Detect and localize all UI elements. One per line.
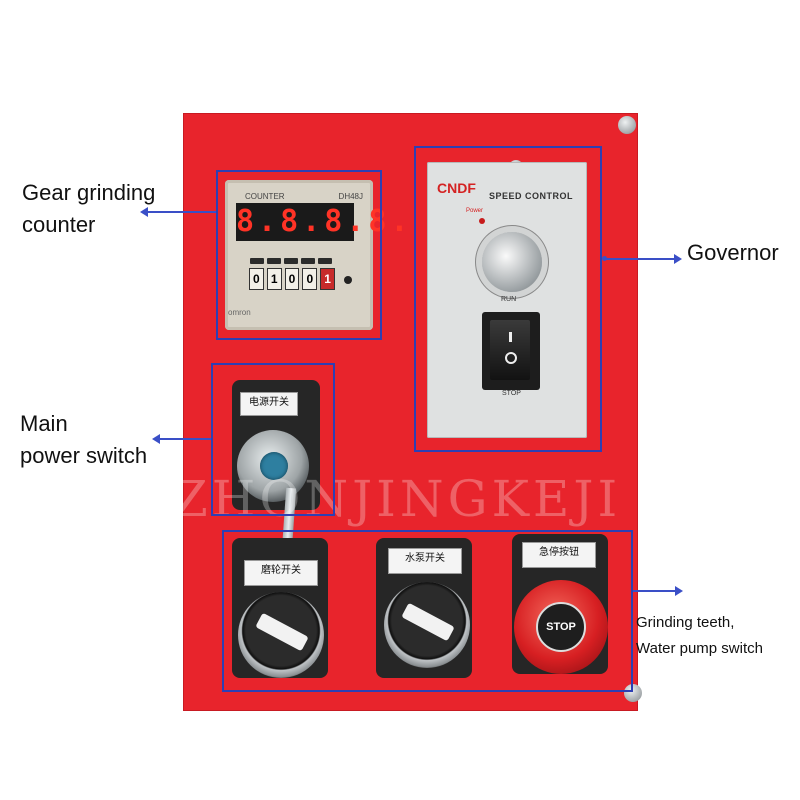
counter-callout-box (216, 170, 382, 340)
main-switch-arrow (152, 434, 211, 444)
thumbwheel[interactable]: 0 (249, 268, 264, 290)
counter-header: COUNTER DH48J (235, 192, 363, 204)
wheel-tab (301, 258, 315, 264)
run-label: RUN (501, 296, 517, 303)
main-power-nameplate: 电源开关 (240, 392, 298, 416)
wheel-tab (284, 258, 298, 264)
counter-tabs (250, 258, 332, 264)
run-stop-rocker[interactable] (490, 320, 530, 380)
wheel-tab (250, 258, 264, 264)
reset-button[interactable] (344, 276, 352, 284)
key-core (260, 452, 288, 480)
stop-badge: STOP (536, 602, 586, 652)
governor-arrow (604, 254, 682, 264)
counter-header-left: COUNTER (245, 192, 285, 201)
wheel-tab (267, 258, 281, 264)
thumbwheel[interactable]: 1 (266, 268, 282, 290)
thumbwheel[interactable]: 1 (320, 268, 335, 290)
counter-thumbwheels[interactable]: 0 1 0 0 1 (249, 268, 335, 290)
governor-title: SPEED CONTROL (489, 191, 574, 201)
thumbwheel[interactable]: 0 (302, 268, 318, 290)
counter-arrow (140, 207, 216, 217)
speed-controller (427, 162, 587, 438)
power-led-icon (479, 218, 485, 224)
grinding-callout-box (222, 530, 633, 692)
grinding-nameplate: 磨轮开关 (244, 560, 318, 586)
power-indicator-label: Power (466, 208, 484, 214)
counter-model: DH48J (338, 192, 363, 201)
governor-label: Governor (687, 240, 779, 265)
speed-knob[interactable] (482, 232, 542, 292)
governor-callout-box (414, 146, 602, 452)
grinding-label: Grinding teeth, Water pump switch (636, 614, 763, 657)
counter-brand: omron (228, 308, 251, 317)
off-mark-icon (505, 352, 517, 364)
on-mark-icon (509, 332, 512, 342)
panel-screw (624, 684, 642, 702)
main-switch-callout-box (211, 363, 335, 516)
grinding-arrow (633, 586, 683, 596)
water-pump-nameplate: 水泵开关 (388, 548, 462, 574)
emergency-stop-nameplate: 急停按钮 (522, 542, 596, 568)
thumbwheel[interactable]: 0 (284, 268, 300, 290)
stop-label: STOP (502, 390, 521, 397)
main-switch-label: Main power switch (20, 411, 148, 468)
wheel-tab (318, 258, 332, 264)
governor-brand: CNDF (437, 180, 476, 196)
panel-screw (618, 116, 636, 134)
counter-label: Gear grinding counter (22, 180, 156, 237)
